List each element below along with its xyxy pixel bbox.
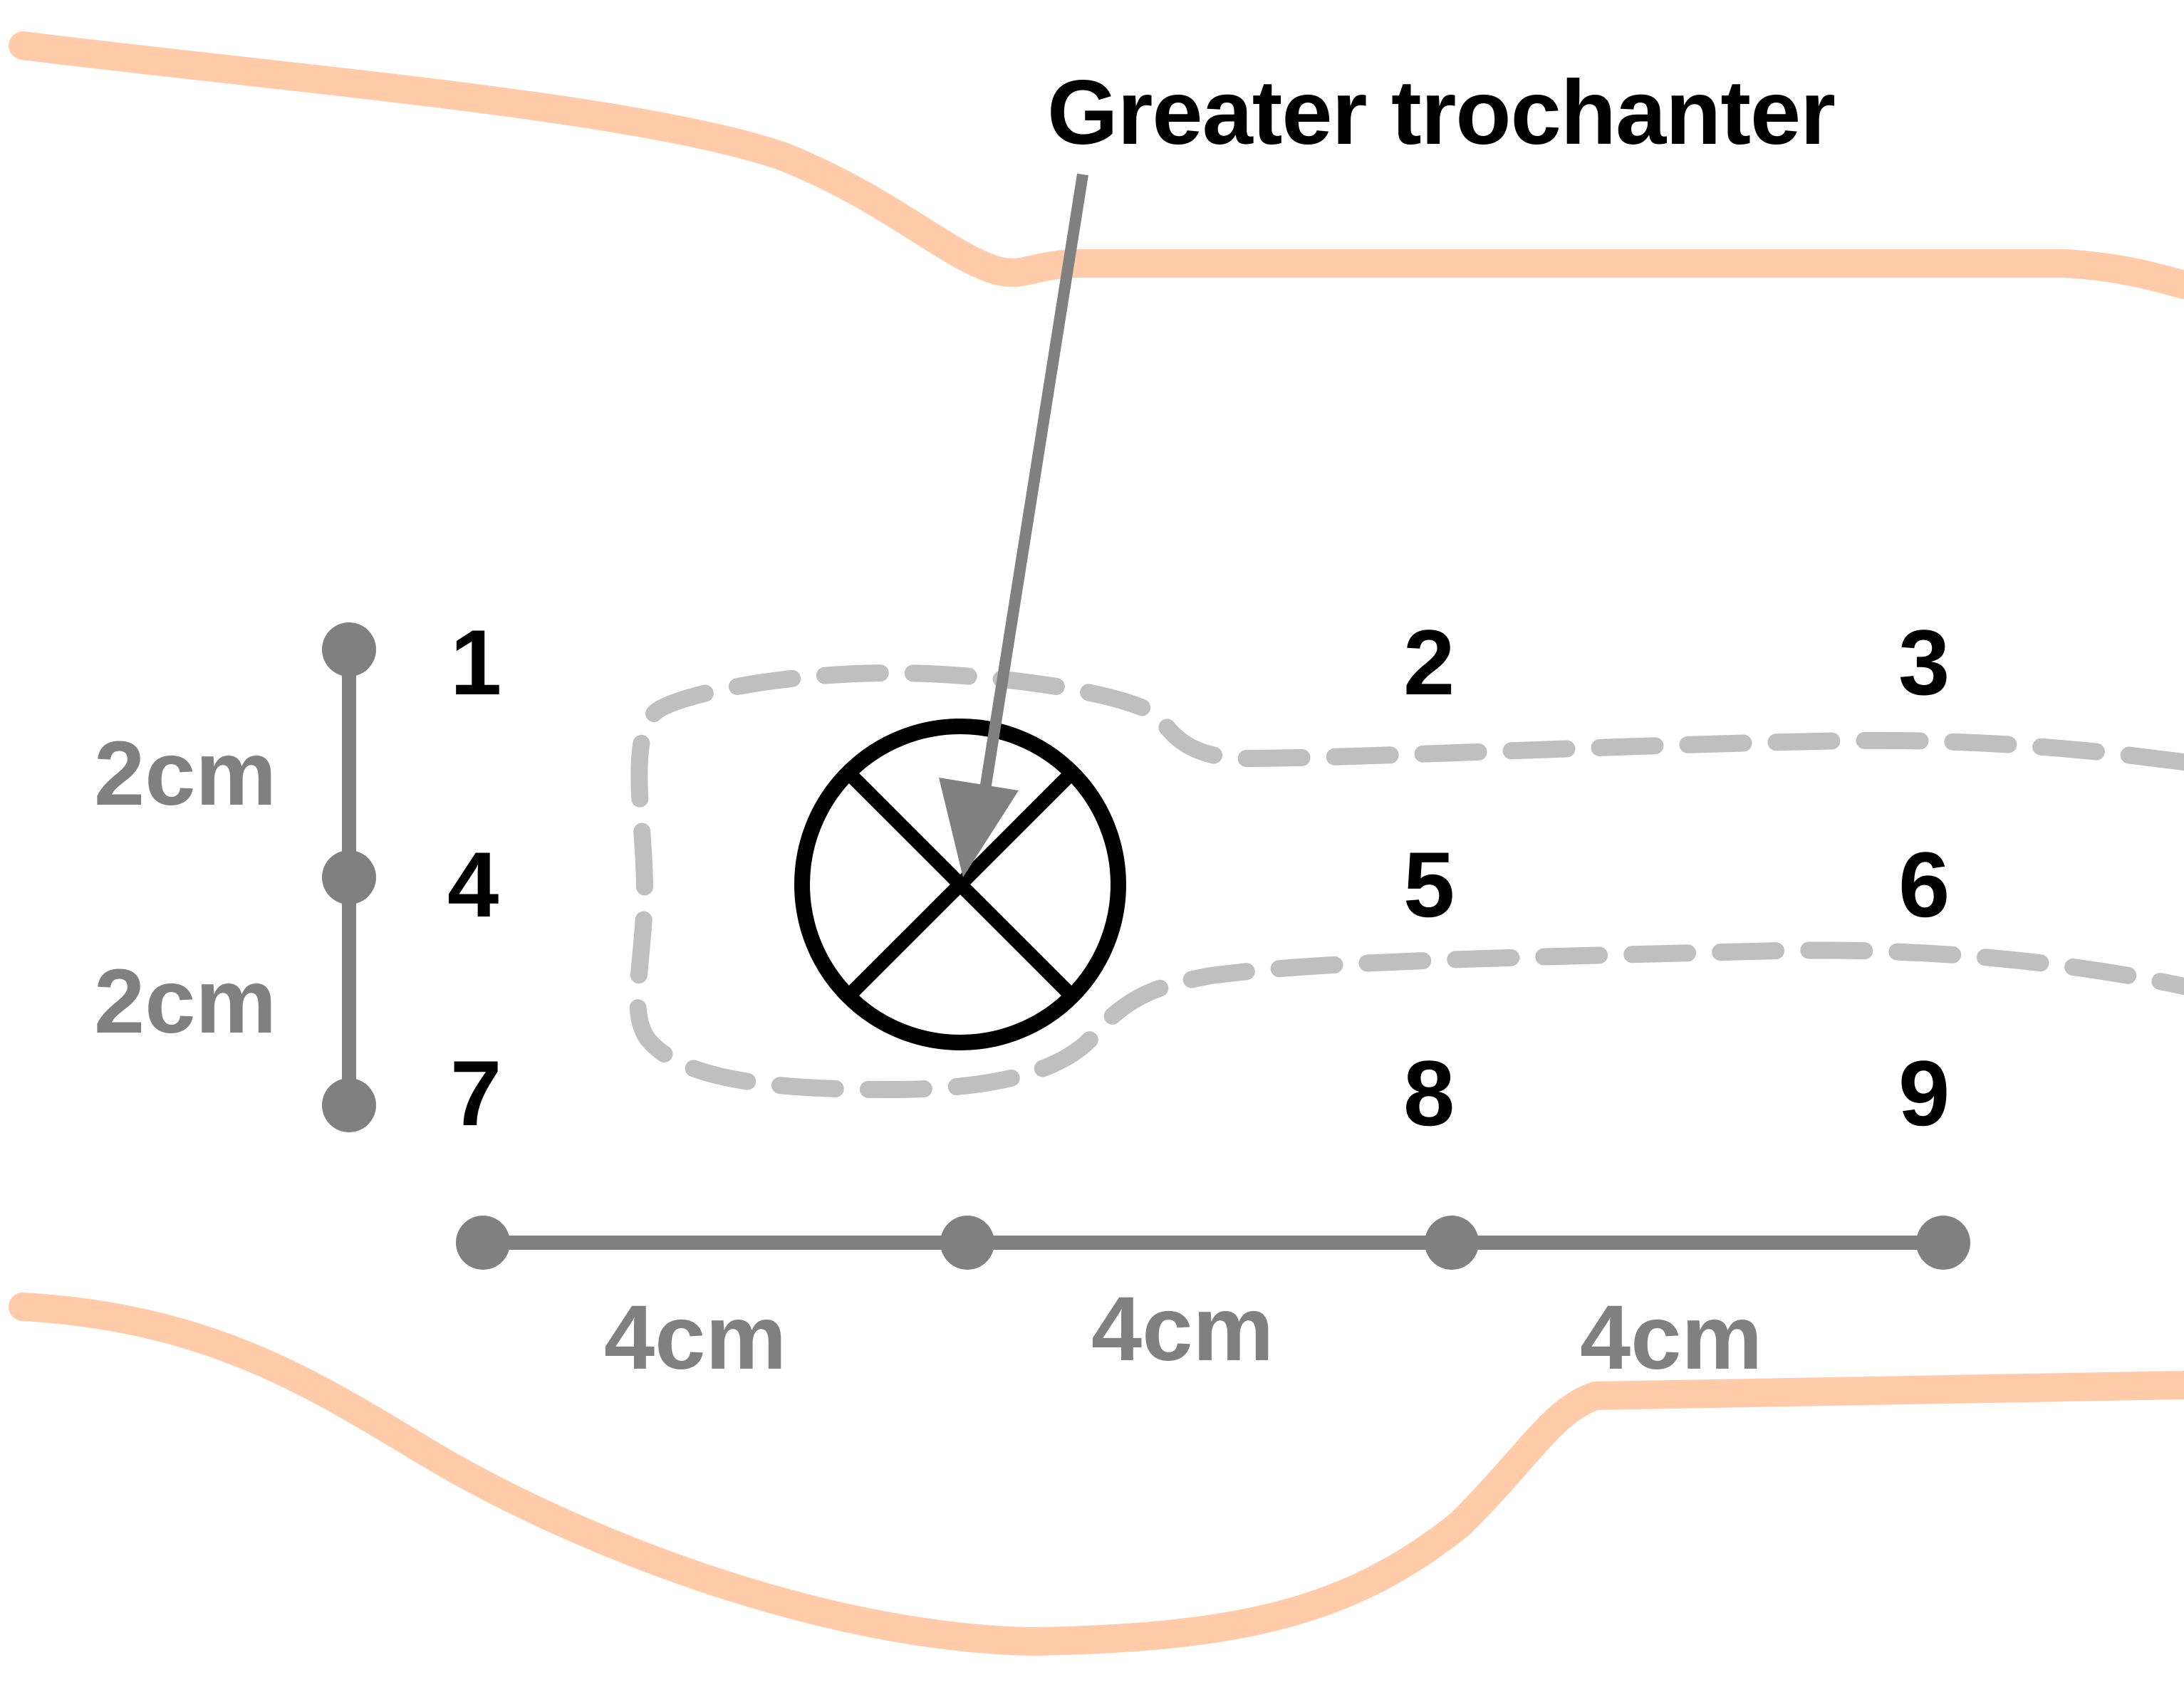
- horizontal-scale-bar: [456, 1216, 1970, 1270]
- circled-x-icon: [794, 719, 1126, 1050]
- point-label: 2: [1403, 610, 1455, 714]
- vertical-scale-label: 2cm: [94, 723, 276, 825]
- body-outline-top: [9, 31, 2184, 299]
- horizontal-scale-label: 4cm: [1580, 1287, 1762, 1389]
- femur-outline: [629, 664, 2184, 1099]
- body-outline-bottom: [9, 1293, 2184, 1656]
- point-label: 7: [450, 1041, 501, 1145]
- point-label: 8: [1403, 1041, 1455, 1145]
- point-label: 3: [1898, 610, 1950, 714]
- vertical-scale-bar: [322, 622, 376, 1132]
- vertical-scale-label: 2cm: [94, 951, 276, 1053]
- horizontal-scale-label: 4cm: [604, 1287, 786, 1389]
- annotation-label: Greater trochanter: [1047, 62, 1835, 164]
- point-label: 1: [450, 610, 501, 714]
- point-label: 6: [1898, 832, 1950, 936]
- point-label: 9: [1898, 1041, 1950, 1145]
- annotation-arrow-shaft: [976, 173, 1088, 813]
- point-label: 4: [447, 832, 499, 936]
- horizontal-scale-label: 4cm: [1091, 1278, 1274, 1380]
- annotation-arrow-head: [939, 778, 1019, 877]
- point-label: 5: [1403, 832, 1455, 936]
